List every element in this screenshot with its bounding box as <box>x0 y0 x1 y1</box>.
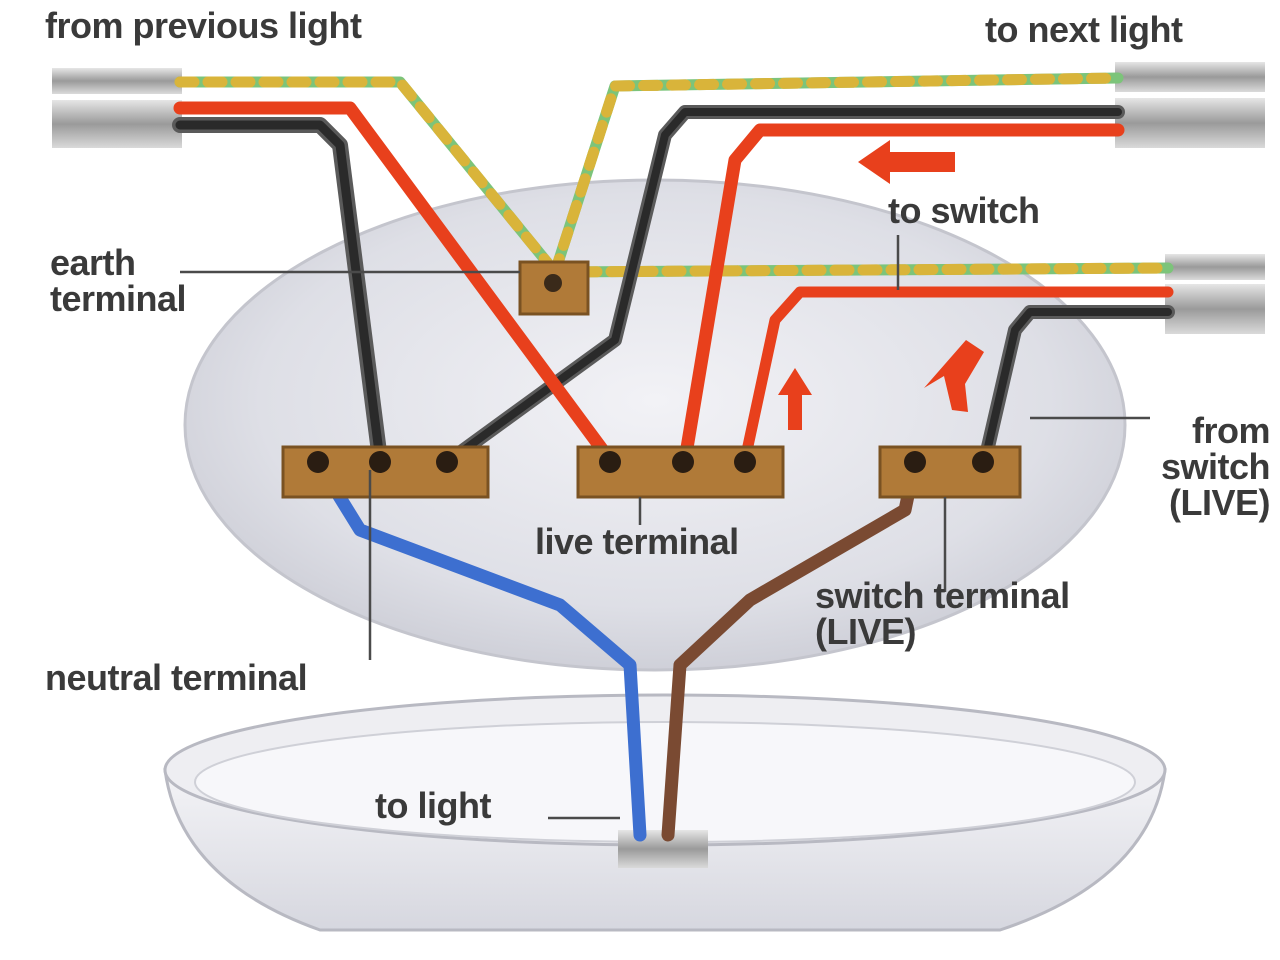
earth-wires <box>174 72 1174 278</box>
label-earth-terminal: earth terminal <box>50 242 187 319</box>
arrow-left-icon <box>858 140 955 184</box>
neutral-wire-to-light <box>311 455 647 842</box>
current-direction-arrows <box>778 140 984 430</box>
label-to-next-light: to next light <box>985 9 1183 50</box>
cable-sleeves <box>52 62 1265 868</box>
label-earth-terminal-line2: terminal <box>50 278 187 319</box>
label-earth-terminal-line1: earth <box>50 242 136 283</box>
live-terminal-block <box>576 445 785 499</box>
live-wires <box>173 101 1174 467</box>
leader-lines <box>180 235 1150 820</box>
label-from-switch-live: from switch (LIVE) <box>1080 410 1271 523</box>
switch-terminal-block <box>878 445 1022 499</box>
label-live-terminal: live terminal <box>535 521 739 562</box>
label-from-previous-light: from previous light <box>45 5 362 46</box>
label-switch-terminal-line2: (LIVE) <box>815 611 916 652</box>
label-neutral-terminal: neutral terminal <box>45 657 308 698</box>
label-to-light: to light <box>375 785 491 826</box>
neutral-terminal-block <box>281 445 490 499</box>
label-from-switch-line1: from <box>1192 410 1271 451</box>
label-from-switch-line2: switch <box>1160 446 1271 487</box>
label-to-switch: to switch <box>888 190 1040 231</box>
arrow-down-icon <box>924 340 984 412</box>
label-switch-terminal-line1: switch terminal <box>815 575 1070 616</box>
label-switch-terminal-live: switch terminal (LIVE) <box>815 578 1070 650</box>
label-from-switch-line3: (LIVE) <box>1169 482 1271 523</box>
arrow-up-icon <box>778 368 812 430</box>
black-wires <box>172 105 1175 468</box>
